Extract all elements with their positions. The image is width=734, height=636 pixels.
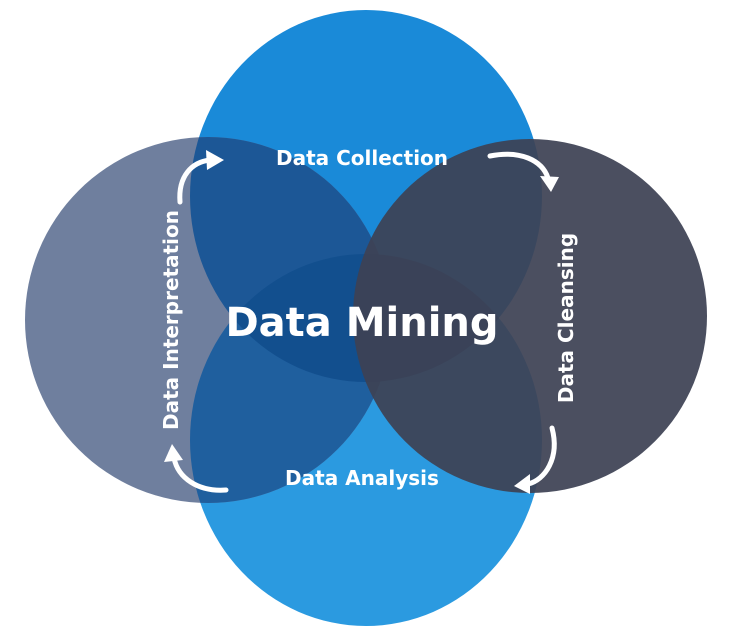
arrow-right-to-bottom-icon [514,425,557,494]
label-data-collection: Data Collection [276,146,448,170]
label-data-cleansing: Data Cleansing [554,233,578,403]
arrow-bottom-to-left-icon [164,444,229,493]
arrow-left-to-top-icon [177,150,224,205]
arrow-top-to-right-icon [487,151,559,192]
label-data-interpretation: Data Interpretation [159,210,183,430]
right-circle [353,139,707,493]
center-label-data-mining: Data Mining [225,300,498,346]
label-data-analysis: Data Analysis [285,466,439,490]
